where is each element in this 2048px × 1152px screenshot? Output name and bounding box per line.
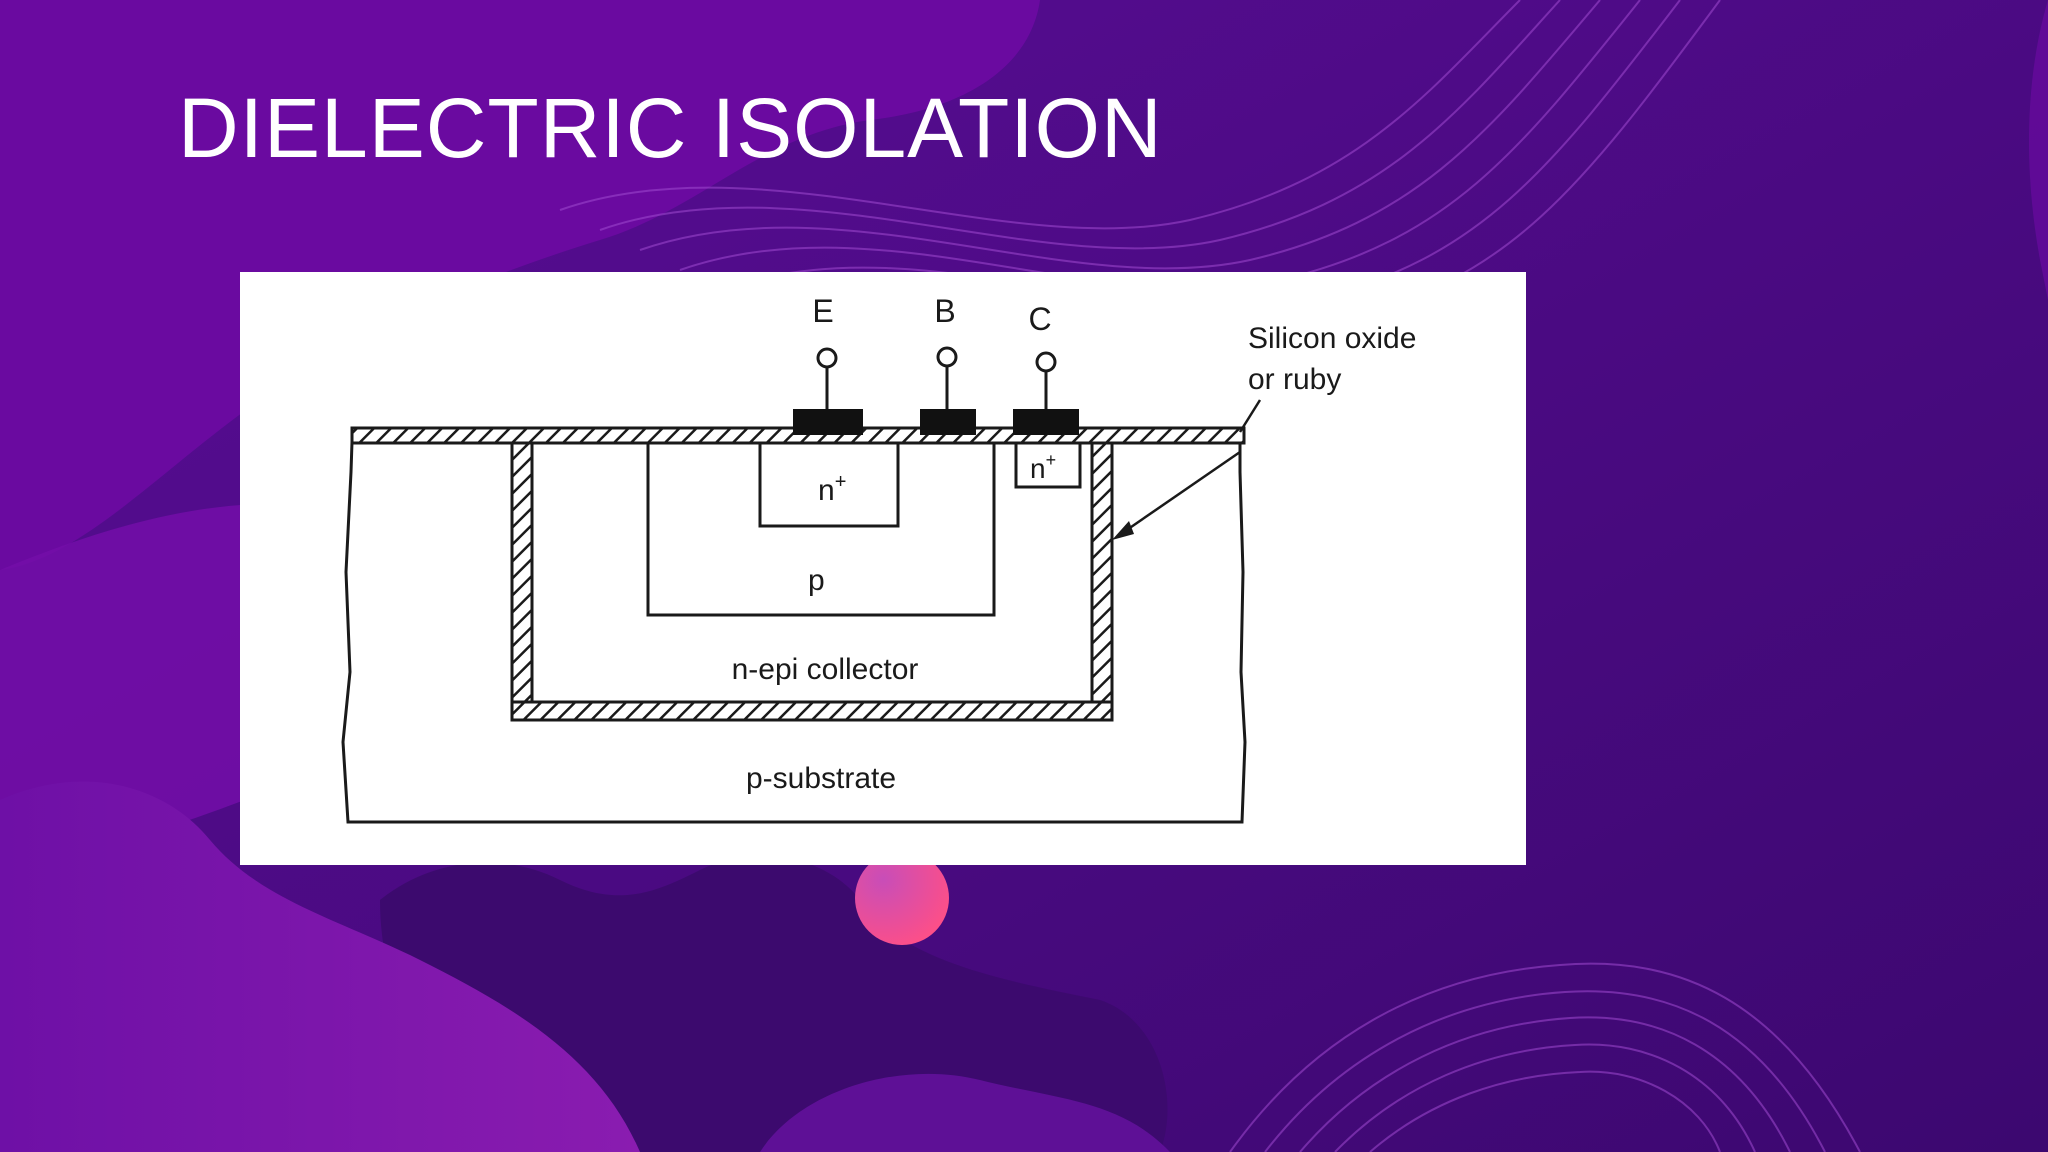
base-contact	[920, 409, 976, 435]
bg-edge-curve-right	[2028, 0, 2048, 300]
emitter-doping-label: n+	[818, 471, 846, 507]
emitter-contact	[793, 409, 863, 435]
emitter-label: E	[812, 293, 833, 329]
oxide-callout-line1: Silicon oxide	[1248, 322, 1416, 355]
bg-blob-top-left	[0, 0, 1040, 570]
base-terminal	[936, 346, 958, 368]
collector-region-label: n-epi collector	[732, 653, 919, 686]
collector-contact-doping-label: n+	[1030, 450, 1056, 484]
base-region-label: p	[808, 564, 825, 597]
substrate-label: p-substrate	[746, 762, 896, 795]
emitter-region	[758, 443, 900, 528]
dielectric-isolation-diagram: E B C Silicon oxide or ruby n+ n+ p n-ep…	[341, 293, 1416, 824]
collector-contact	[1013, 409, 1079, 435]
collector-contact-region	[1014, 443, 1082, 489]
collector-label: C	[1028, 301, 1051, 337]
oxide-callout-line2: or ruby	[1248, 363, 1341, 396]
oxide-tub-left-wall	[510, 441, 534, 721]
substrate-outline	[341, 441, 1247, 824]
oxide-tub-bottom	[510, 700, 1114, 722]
collector-terminal	[1035, 351, 1057, 373]
callout-arrowhead	[1112, 521, 1134, 540]
base-label: B	[934, 293, 955, 329]
callout-leader-top	[1238, 399, 1262, 433]
bg-line-pattern-bottom	[1229, 962, 1861, 1152]
bg-blob-bottom-mid	[760, 1073, 1170, 1152]
base-region	[646, 443, 996, 617]
emitter-terminal	[816, 347, 838, 369]
diagram-panel: E B C Silicon oxide or ruby n+ n+ p n-ep…	[240, 272, 1526, 865]
accent-dot	[855, 851, 949, 945]
callout-leader-arrow	[1117, 450, 1241, 538]
slide-title: DIELECTRIC ISOLATION	[178, 81, 1163, 175]
bg-blob-bottom-left	[0, 781, 640, 1152]
oxide-tub-right-wall	[1090, 441, 1114, 721]
